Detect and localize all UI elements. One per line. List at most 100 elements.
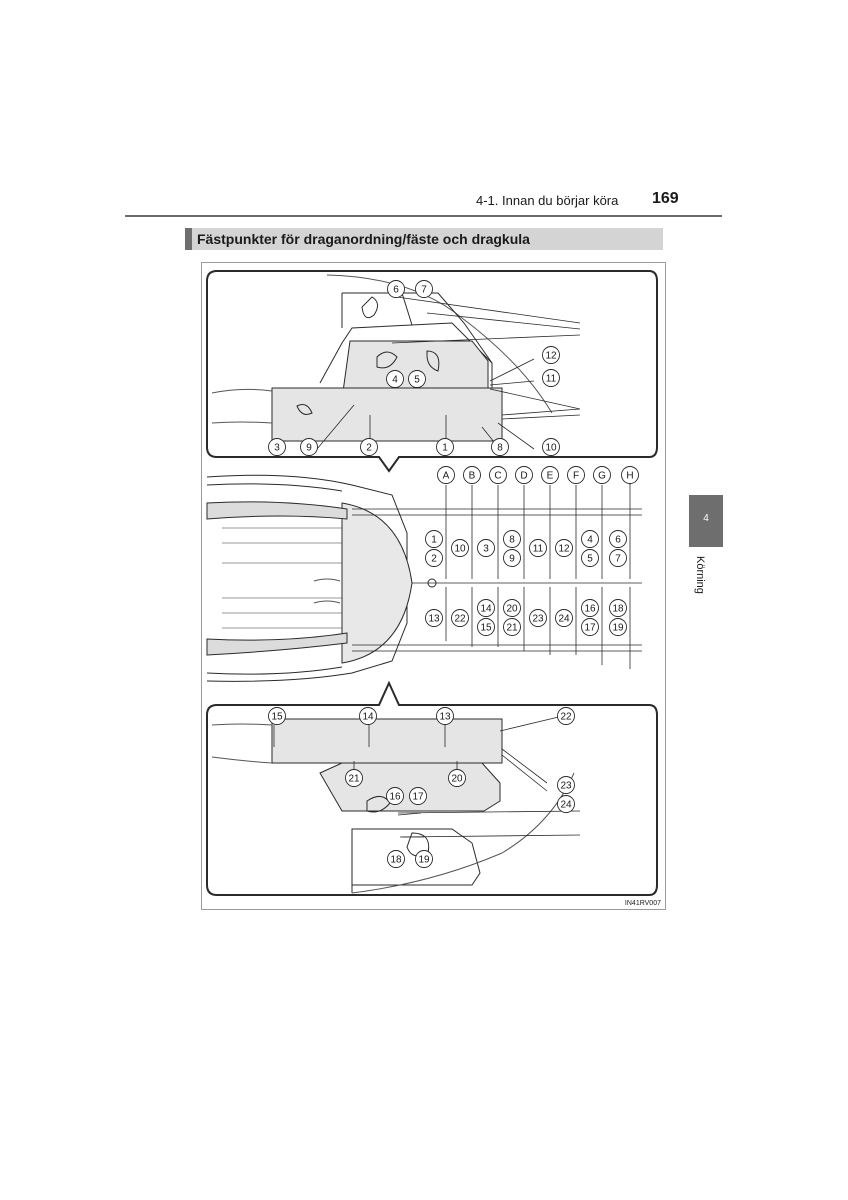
measure-lower-21-text: 21 bbox=[506, 623, 518, 634]
chapter-label: Körning bbox=[694, 556, 706, 594]
measure-lower-24-ring bbox=[555, 609, 573, 627]
measure-lower-18-text: 18 bbox=[612, 604, 624, 615]
right-rail-member bbox=[206, 632, 348, 656]
measure-upper-8-text: 8 bbox=[509, 535, 515, 546]
callout-12-text: 12 bbox=[545, 351, 557, 362]
body-marks bbox=[313, 578, 341, 604]
measure-lower-13: 13 bbox=[425, 609, 443, 627]
callout-11-ring bbox=[542, 369, 560, 387]
frame-edge bbox=[319, 322, 493, 384]
callout-21-text: 21 bbox=[348, 774, 360, 785]
measure-lower-24: 24 bbox=[555, 609, 573, 627]
letter-label-e-ring bbox=[541, 466, 559, 484]
measure-lower-18-ring bbox=[609, 599, 627, 617]
callout-17-text: 17 bbox=[412, 792, 424, 803]
measure-upper-9: 9 bbox=[503, 549, 521, 567]
measure-upper-7-ring bbox=[609, 549, 627, 567]
callout-9: 9 bbox=[300, 438, 318, 456]
callout-10-ring bbox=[542, 438, 560, 456]
leader-line bbox=[396, 296, 581, 324]
leader-line bbox=[501, 754, 548, 792]
rail-extension bbox=[211, 388, 273, 424]
leader-line bbox=[501, 748, 548, 784]
callout-23: 23 bbox=[557, 776, 575, 794]
measure-upper-1-text: 1 bbox=[431, 535, 437, 546]
measure-upper-10-ring bbox=[451, 539, 469, 557]
measure-upper-3-ring bbox=[477, 539, 495, 557]
measure-upper-4: 4 bbox=[581, 530, 599, 548]
callout-6: 6 bbox=[387, 280, 405, 298]
letter-label-g: G bbox=[593, 466, 611, 484]
callout-12-ring bbox=[542, 346, 560, 364]
measure-lower-19-text: 19 bbox=[612, 623, 624, 634]
measure-upper-10-text: 10 bbox=[454, 544, 466, 555]
measure-lower-19: 19 bbox=[609, 618, 627, 636]
letter-label-a-text: A bbox=[443, 471, 450, 482]
letter-label-c-ring bbox=[489, 466, 507, 484]
running-header: 4-1. Innan du börjar köra bbox=[476, 193, 619, 208]
callout-10: 10 bbox=[542, 438, 560, 456]
callout-24-text: 24 bbox=[560, 800, 572, 811]
measure-lower-15-ring bbox=[477, 618, 495, 636]
section-marker bbox=[185, 228, 192, 250]
measure-lower-17: 17 bbox=[581, 618, 599, 636]
callout-10-text: 10 bbox=[545, 443, 557, 454]
callout-11-text: 11 bbox=[546, 374, 557, 385]
letter-label-a: A bbox=[437, 466, 455, 484]
rail-hole bbox=[296, 404, 313, 415]
callout-7: 7 bbox=[415, 280, 433, 298]
measure-lower-16-text: 16 bbox=[584, 604, 596, 615]
callout-24: 24 bbox=[557, 795, 575, 813]
measure-upper-5-text: 5 bbox=[587, 554, 593, 565]
measure-lower-15: 15 bbox=[477, 618, 495, 636]
measure-upper-11: 11 bbox=[529, 539, 547, 557]
measure-upper-3-text: 3 bbox=[483, 544, 489, 555]
callout-5: 5 bbox=[408, 370, 426, 388]
leader-line bbox=[499, 714, 568, 732]
letter-label-a-ring bbox=[437, 466, 455, 484]
measure-lower-22-text: 22 bbox=[454, 614, 466, 625]
callout-15: 15 bbox=[268, 707, 286, 725]
callout-19-ring bbox=[415, 850, 433, 868]
measure-upper-12-text: 12 bbox=[558, 544, 570, 555]
callout-15-text: 15 bbox=[271, 712, 283, 723]
callout-4-ring bbox=[386, 370, 404, 388]
callout-7-ring bbox=[415, 280, 433, 298]
letter-label-c-text: C bbox=[494, 471, 501, 482]
measure-upper-9-text: 9 bbox=[509, 554, 515, 565]
callout-15-ring bbox=[268, 707, 286, 725]
callout-20-ring bbox=[448, 769, 466, 787]
letter-label-d: D bbox=[515, 466, 533, 484]
callout-16-ring bbox=[386, 787, 404, 805]
floor-lines bbox=[222, 512, 352, 644]
callout-8-text: 8 bbox=[497, 443, 503, 454]
measure-upper-8-ring bbox=[503, 530, 521, 548]
measure-upper-5: 5 bbox=[581, 549, 599, 567]
measure-upper-4-ring bbox=[581, 530, 599, 548]
page-number: 169 bbox=[652, 190, 679, 207]
callout-3-ring bbox=[268, 438, 286, 456]
callout-6-ring bbox=[387, 280, 405, 298]
callout-9-text: 9 bbox=[306, 443, 312, 454]
callout-6-text: 6 bbox=[393, 285, 399, 296]
letter-label-f-ring bbox=[567, 466, 585, 484]
callout-18-ring bbox=[387, 850, 405, 868]
measure-lower-16: 16 bbox=[581, 599, 599, 617]
callout-18: 18 bbox=[387, 850, 405, 868]
measure-upper-6-text: 6 bbox=[615, 535, 621, 546]
leader-line bbox=[426, 312, 581, 330]
callout-19-text: 19 bbox=[418, 855, 430, 866]
measure-upper-7: 7 bbox=[609, 549, 627, 567]
measure-lower-22: 22 bbox=[451, 609, 469, 627]
letter-label-d-ring bbox=[515, 466, 533, 484]
measure-lower-23-text: 23 bbox=[532, 614, 544, 625]
callout-21: 21 bbox=[345, 769, 363, 787]
letter-label-b-text: B bbox=[469, 471, 476, 482]
bottom-detail-panel bbox=[206, 680, 658, 896]
letter-label-e: E bbox=[541, 466, 559, 484]
callout-16-text: 16 bbox=[389, 792, 401, 803]
callout-2-text: 2 bbox=[366, 443, 372, 454]
rail-extension bbox=[211, 723, 273, 764]
letter-label-h: H bbox=[621, 466, 639, 484]
letter-label-c: C bbox=[489, 466, 507, 484]
